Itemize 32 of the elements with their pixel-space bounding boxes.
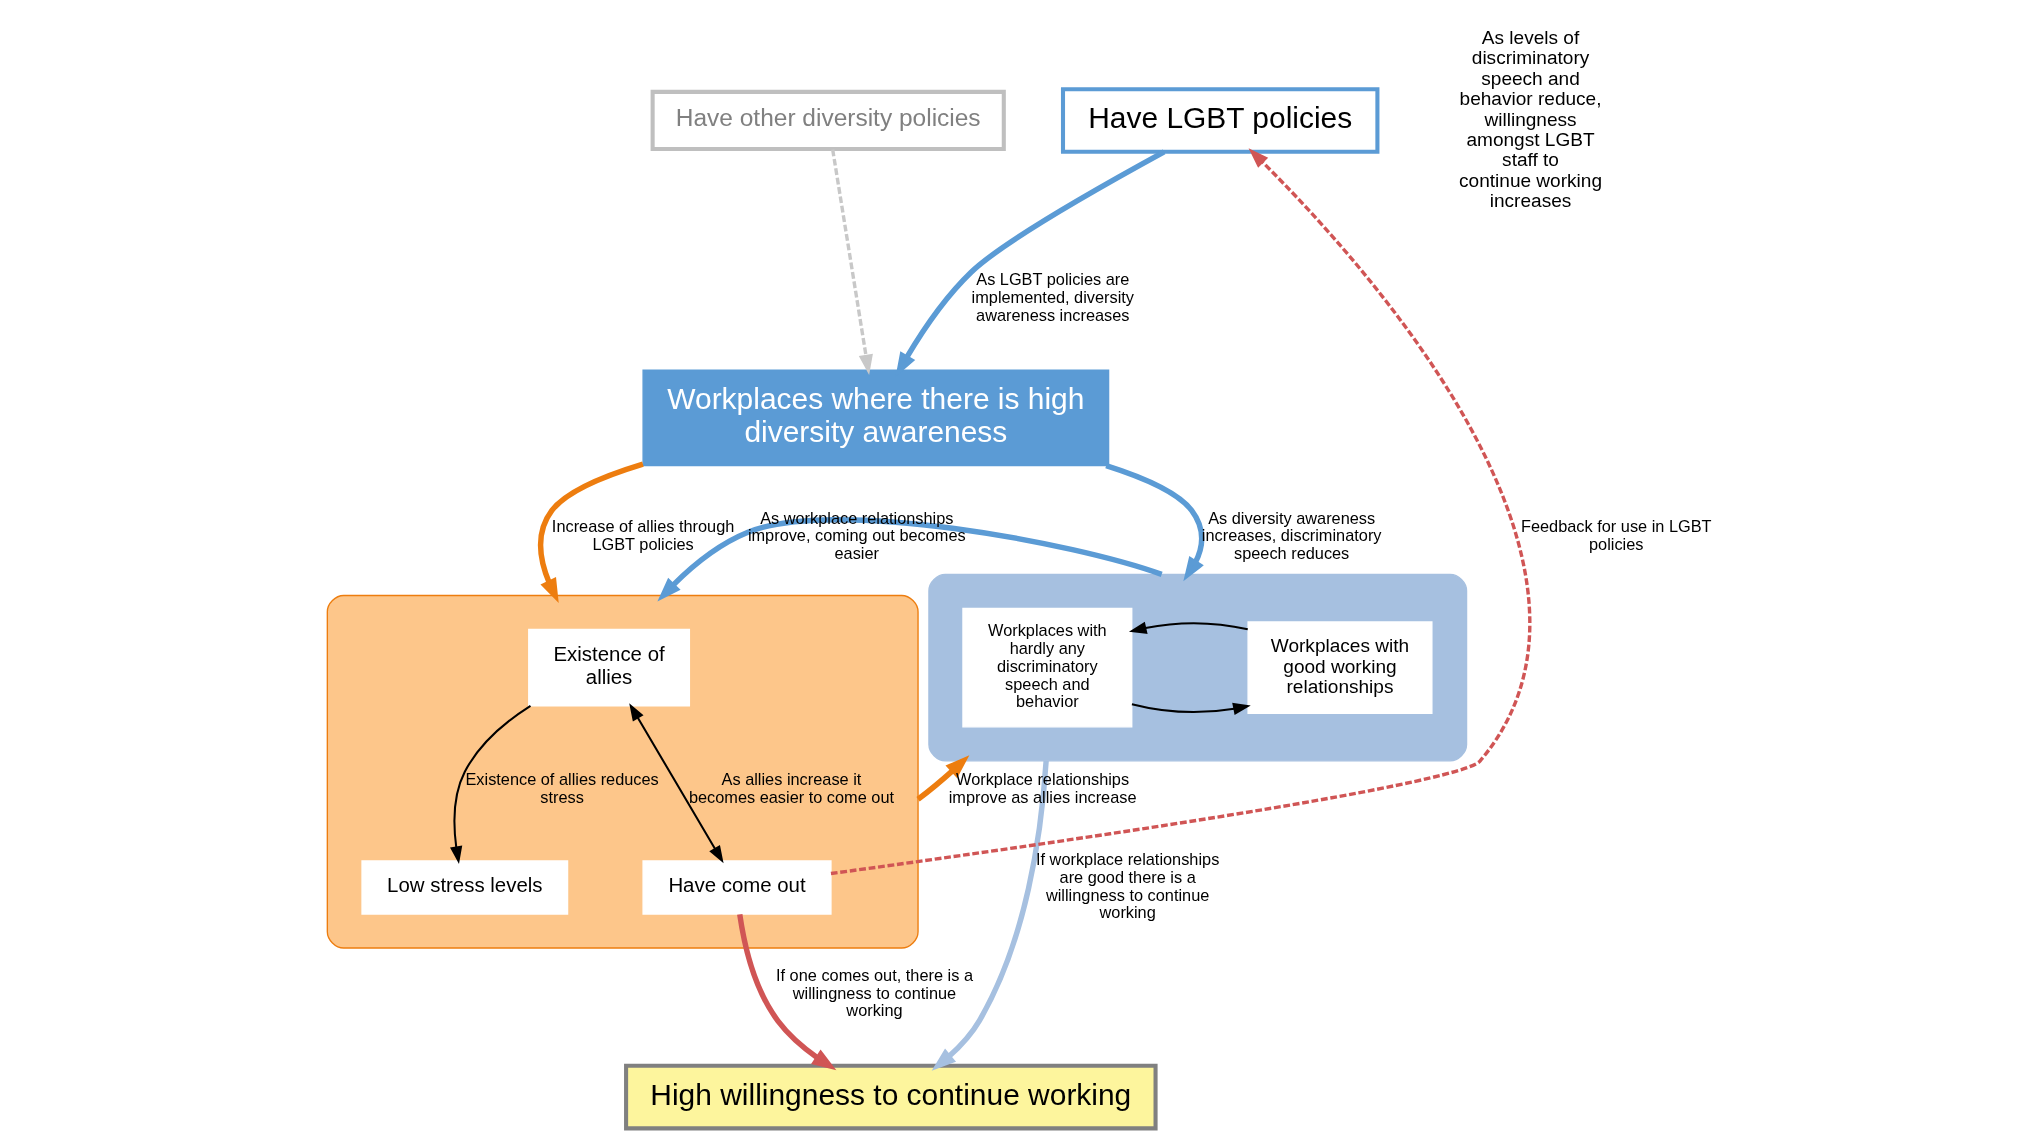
arrow [831, 149, 873, 375]
arrow [931, 760, 1049, 1071]
arrow [537, 461, 644, 603]
node-box: Have come out [642, 860, 832, 915]
node-box: Workplaces with good working relationships [1247, 621, 1433, 714]
node-box: Workplaces where there is high diversity awareness [642, 369, 1110, 467]
node-box: Have LGBT policies [1060, 87, 1380, 154]
edge-label: If workplace relationships are good there is a willingness to continue working [1035, 850, 1220, 922]
edge-label: As LGBT policies are implemented, diversity awareness increases [971, 270, 1135, 324]
arrow [916, 755, 970, 802]
edge-label: As allies increase it becomes easier to come out [688, 769, 895, 806]
edge-label: As workplace relationships improve, coming out becomes easier [747, 508, 966, 562]
cluster [326, 594, 919, 949]
node-box: Low stress levels [361, 860, 569, 915]
arrow [1131, 702, 1251, 715]
cluster [928, 573, 1468, 762]
edge-label: Feedback for use in LGBT policies [1520, 517, 1712, 554]
edge-label: Increase of allies through LGBT policies [551, 517, 735, 554]
node-box: Existence of allies [528, 628, 691, 707]
label: As levels of discriminatory speech and behavior reduce, willingness amongst LGBT staff to continue working increases [1459, 26, 1602, 212]
edge-label: Workplace relationships improve as allies increase [948, 769, 1137, 806]
arrow [1128, 621, 1248, 634]
arrow [657, 517, 1163, 602]
arrow [629, 703, 724, 864]
edge-label: If one comes out, there is a willingness to continue working [776, 965, 973, 1020]
arrow [1105, 463, 1205, 582]
arrow [450, 704, 532, 864]
node-box: High willingness to continue working [624, 1063, 1158, 1131]
node-box: Workplaces with hardly any discriminatory speech and behavior [962, 607, 1133, 728]
edge-label: Existence of allies reduces stress [465, 769, 659, 806]
node-box: Have other diversity policies [650, 89, 1006, 152]
arrow [830, 148, 1531, 876]
